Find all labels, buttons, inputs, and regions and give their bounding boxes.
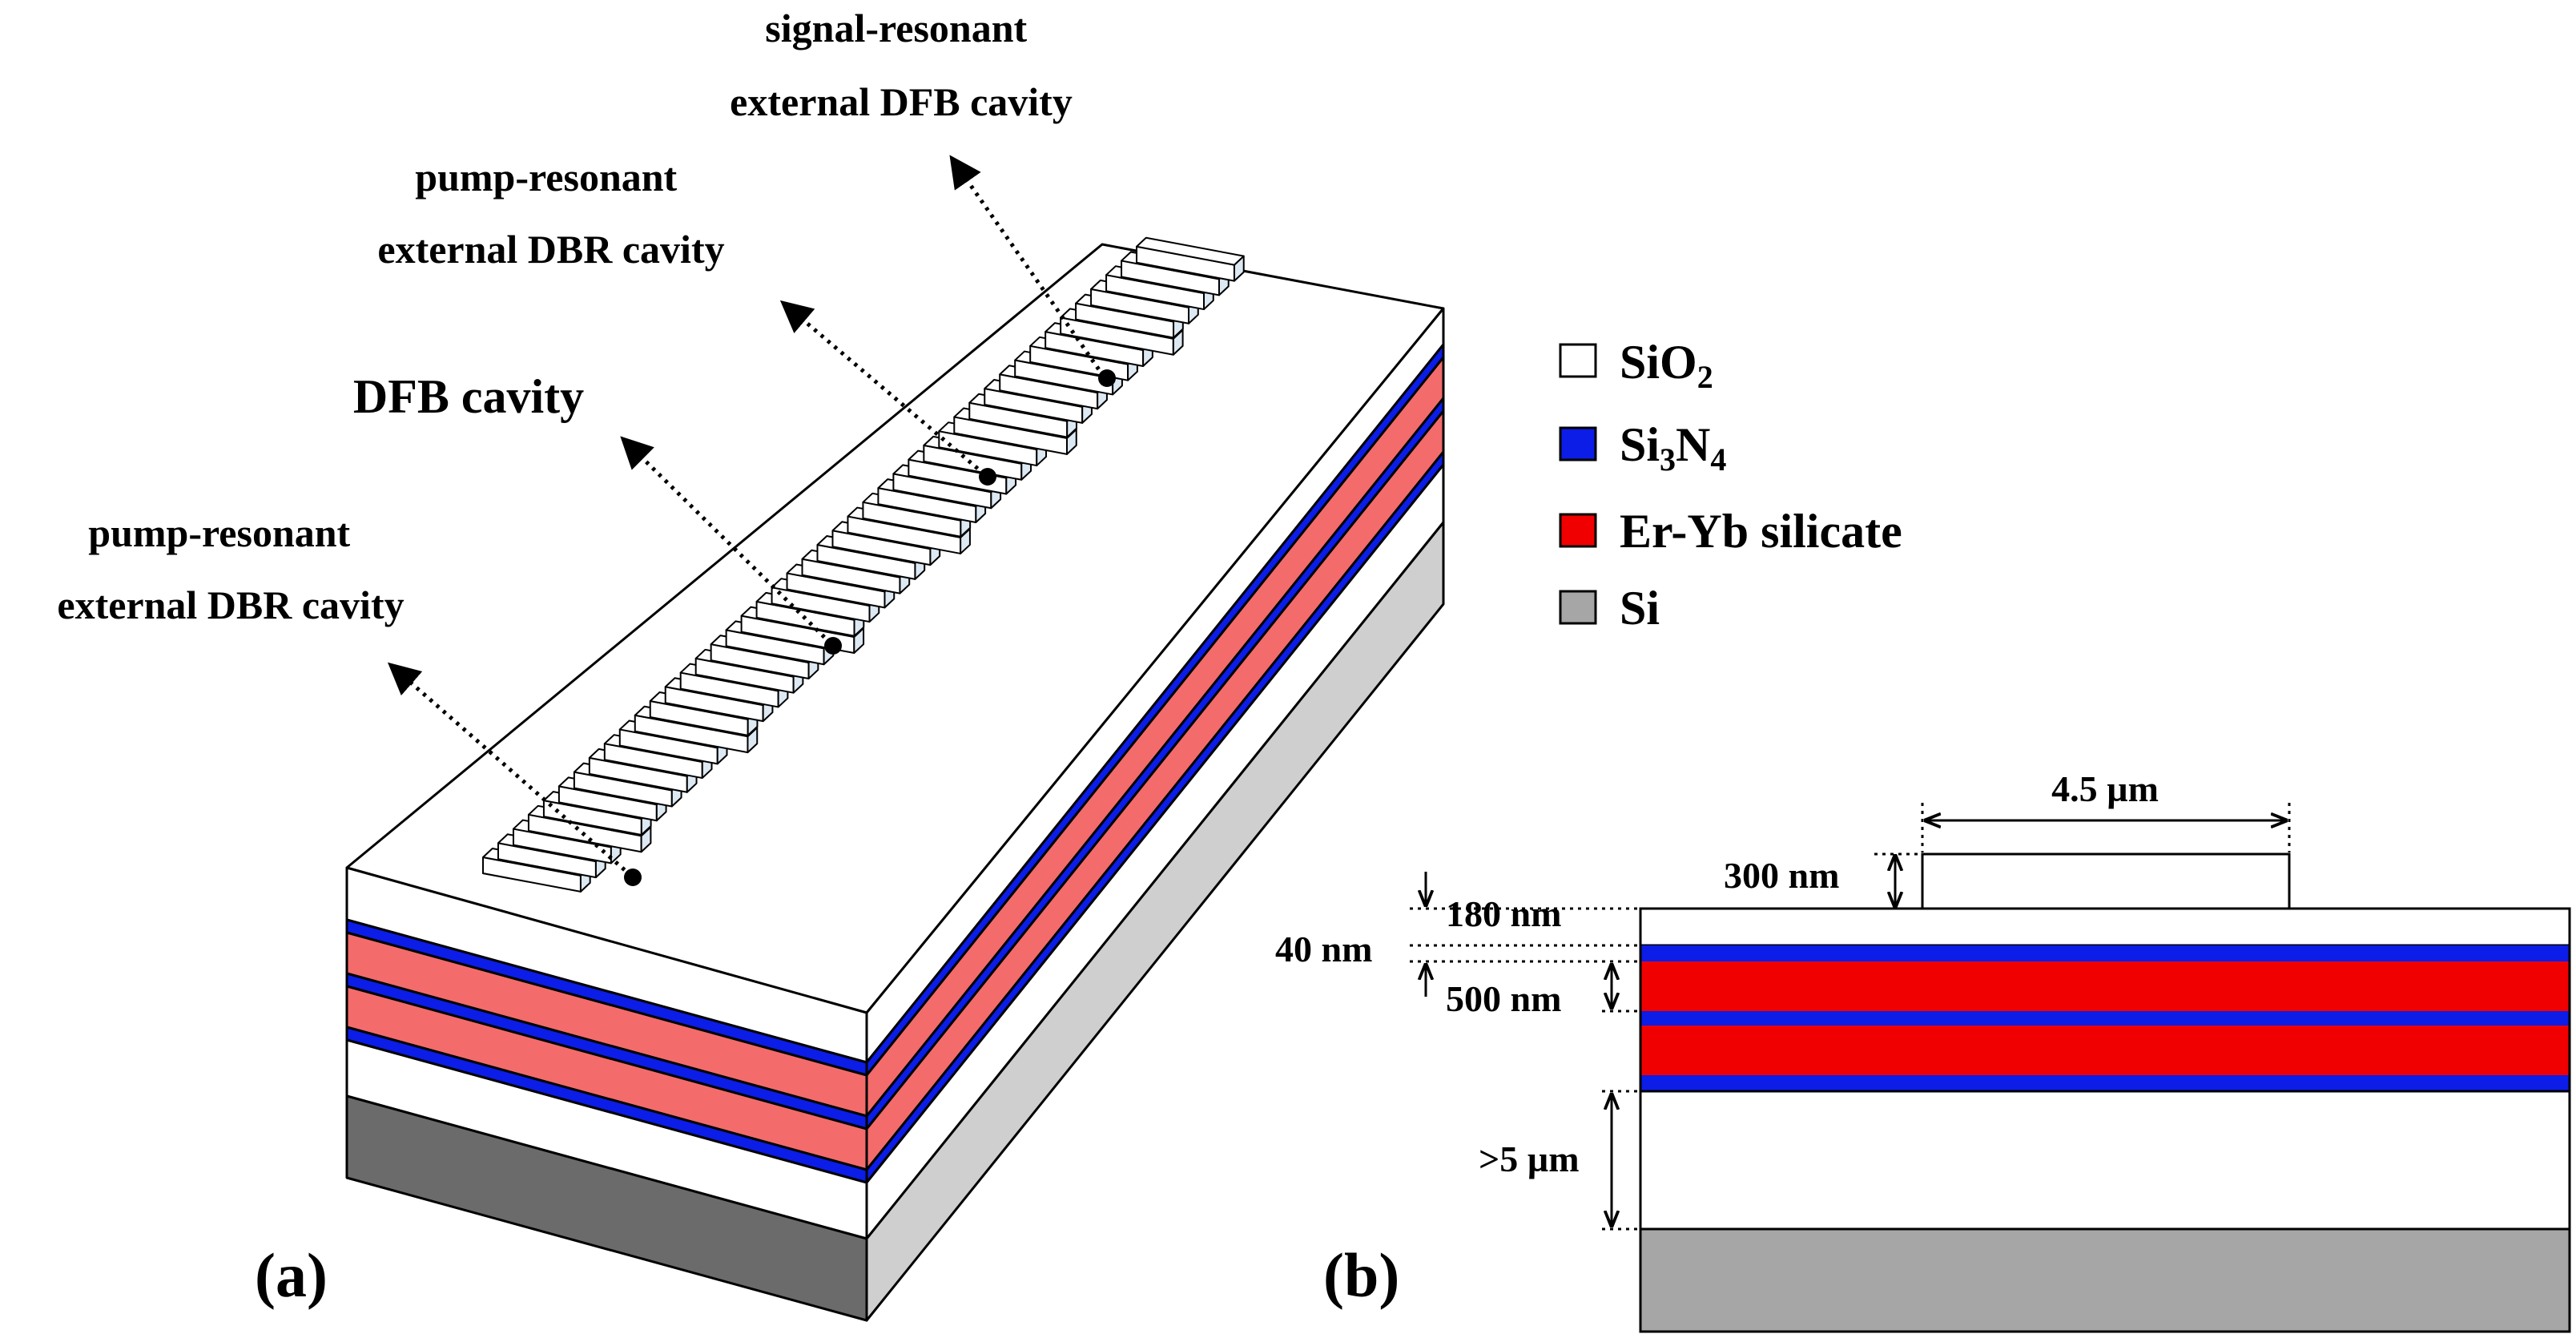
dot-pump-top xyxy=(979,468,996,486)
swatch-sio2 xyxy=(1559,343,1597,378)
label-dfb: DFB cavity xyxy=(353,370,584,423)
label-pump-bottom-line1: pump-resonant xyxy=(88,510,350,555)
silicate-layer-2 xyxy=(1640,1026,2570,1075)
panel-a-label: (a) xyxy=(255,1240,328,1310)
annotation-arrows xyxy=(387,155,1106,877)
substrate xyxy=(1639,1227,2571,1333)
grating-tooth-top xyxy=(1136,236,1245,266)
dim-width-label: 4.5 µm xyxy=(2051,768,2159,809)
dot-signal xyxy=(1098,369,1116,387)
label-pump-top-line1: pump-resonant xyxy=(415,155,677,199)
dim-buffer-label: >5 µm xyxy=(1479,1139,1580,1179)
legend-item-sio2: SiO2 xyxy=(1559,336,1713,395)
dimension-labels: 4.5 µm 300 nm 180 nm 40 nm 500 nm >5 µm xyxy=(1275,768,2159,1179)
legend-label-si3n4: Si3N4 xyxy=(1620,418,1726,478)
label-pump-bottom-line2: external DBR cavity xyxy=(57,582,404,627)
nitride-layer-2 xyxy=(1640,1011,2570,1026)
svg-text:signal-resonant external: signal-resonant external DFB cavity xyxy=(730,6,1073,124)
svg-text:pump-resonant external D: pump-resonant external DBR cavity xyxy=(57,510,404,627)
arrow-dfb xyxy=(620,436,832,645)
svg-text:DFB cavity: DFB cavity xyxy=(353,370,584,423)
nitride-layer-1 xyxy=(1640,945,2570,961)
swatch-si3n4 xyxy=(1559,426,1597,461)
dim-silicate-label: 500 nm xyxy=(1446,978,1561,1019)
ridge xyxy=(1921,852,2291,910)
nitride-layer-3 xyxy=(1640,1075,2570,1091)
dimension-lines xyxy=(1410,803,2291,1231)
legend-label-sio2: SiO2 xyxy=(1620,336,1713,395)
legend-item-eryb: Er-Yb silicate xyxy=(1559,505,1902,558)
cross-section xyxy=(1639,852,2571,1333)
svg-text:pump-resonant external D: pump-resonant external DBR cavity xyxy=(377,155,724,272)
dim-top-oxide-label: 180 nm xyxy=(1446,893,1561,934)
dot-dfb xyxy=(824,637,842,655)
chip-side-face xyxy=(865,307,1445,1322)
silicate-layer-1 xyxy=(1640,961,2570,1011)
annotation-labels: signal-resonant external DFB cavity pump… xyxy=(57,6,1072,627)
arrow-pump-bottom xyxy=(387,662,633,877)
legend-label-eryb: Er-Yb silicate xyxy=(1620,505,1902,558)
top-oxide xyxy=(1639,907,2571,947)
legend: SiO2 Si3N4 Er-Yb silicate Si xyxy=(1559,336,1902,635)
legend-item-si3n4: Si3N4 xyxy=(1559,418,1726,478)
dim-nitride-label: 40 nm xyxy=(1275,929,1372,969)
buffer-oxide xyxy=(1639,1090,2571,1231)
legend-label-si: Si xyxy=(1620,582,1660,635)
device-3d xyxy=(345,236,1445,1322)
label-pump-top-line2: external DBR cavity xyxy=(377,227,724,272)
panel-b-label: (b) xyxy=(1323,1240,1399,1310)
dim-ridge-label: 300 nm xyxy=(1724,855,1839,896)
swatch-eryb xyxy=(1559,513,1597,548)
chip-front-face xyxy=(345,866,868,1322)
annotation-dots xyxy=(624,369,1116,886)
stack-outline xyxy=(1639,907,2571,1333)
dot-pump-bottom xyxy=(624,869,642,886)
label-signal-line2: external DFB cavity xyxy=(730,79,1073,124)
label-signal-line1: signal-resonant xyxy=(765,6,1027,50)
legend-item-si: Si xyxy=(1559,582,1660,635)
swatch-si xyxy=(1559,590,1597,625)
